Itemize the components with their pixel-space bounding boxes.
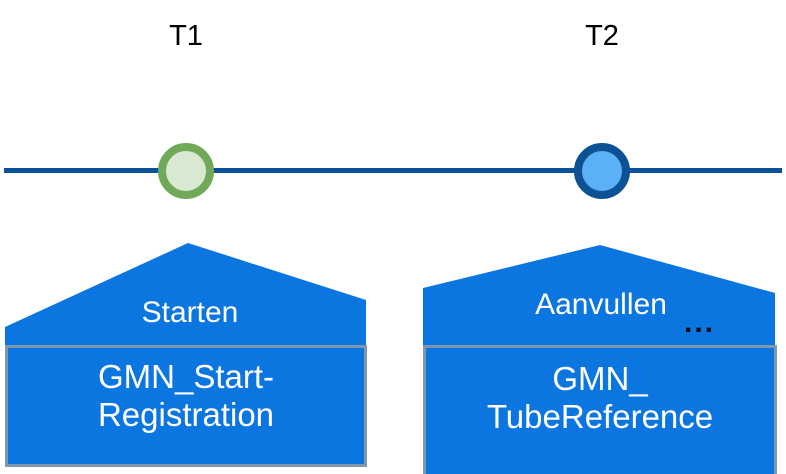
- circle-marker-green[interactable]: [158, 143, 214, 199]
- pentagon-banner-starten[interactable]: [5, 243, 366, 346]
- banner-caption-aanvullen: Aanvullen: [535, 288, 667, 321]
- ellipsis-icon: ...: [684, 306, 716, 339]
- pentagon-banner-aanvullen[interactable]: [423, 245, 775, 346]
- circle-marker-blue[interactable]: [574, 143, 630, 199]
- object-box-caption-line: Registration: [97, 395, 275, 433]
- banner-caption-starten: Starten: [141, 296, 239, 329]
- timeline-label-t1: T1: [169, 20, 203, 52]
- object-box-gmn-start-registration[interactable]: [5, 345, 367, 467]
- timeline-label-t2: T2: [585, 20, 619, 52]
- object-box-caption-line: GMN_Start-: [97, 358, 275, 395]
- object-box-caption-line: TubeReference: [486, 397, 714, 435]
- object-box-caption-line: GMN_: [552, 360, 648, 397]
- object-box-caption-gmn-start-registration: GMN_Start- Registration: [98, 358, 274, 433]
- object-box-caption-gmn-tubereference: GMN_ TubeReference: [487, 360, 713, 435]
- object-box-gmn-tubereference[interactable]: [423, 345, 777, 474]
